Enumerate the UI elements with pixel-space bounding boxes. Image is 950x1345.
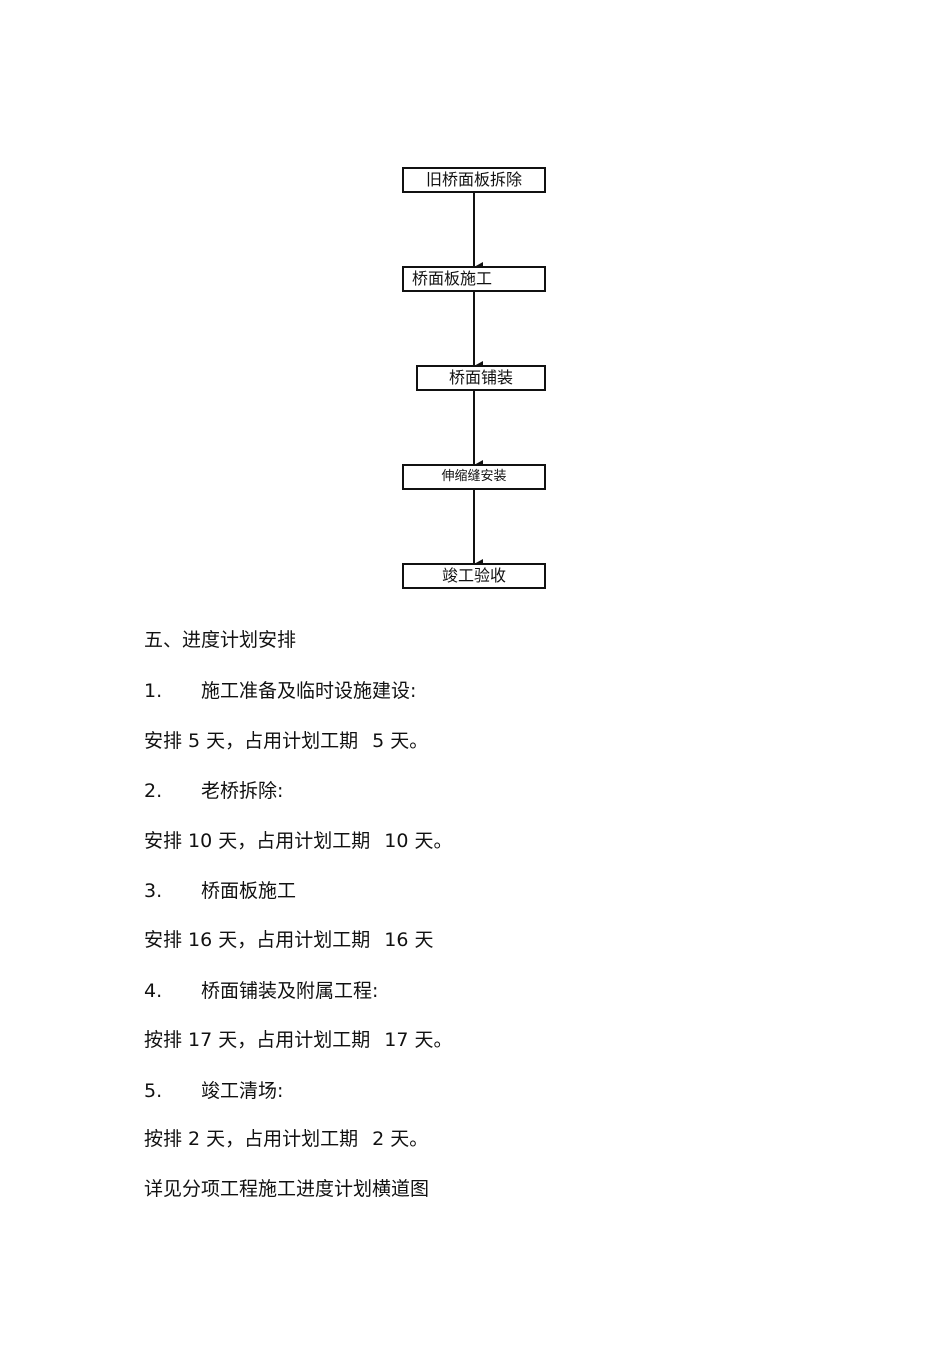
item-title: 桥面铺装及附属工程:	[201, 980, 379, 1002]
schedule-item-detail: 按排 2 天，占用计划工期 2 天。	[144, 1127, 428, 1151]
schedule-item-detail: 安排 10 天，占用计划工期 10 天。	[144, 829, 452, 853]
flowchart-arrows	[473, 193, 483, 569]
flow-step-label: 伸缩缝安装	[441, 469, 507, 484]
item-number: 5.	[144, 1080, 163, 1102]
item-number: 4.	[144, 980, 163, 1002]
item-detail-a: 按排 2 天，占用计划工期	[144, 1128, 359, 1150]
section-heading: 五、进度计划安排	[144, 629, 297, 651]
flow-step-label: 竣工验收	[441, 566, 506, 585]
item-number: 3.	[144, 880, 163, 902]
flow-step-deck-construction: 桥面板施工	[402, 266, 546, 292]
schedule-item-detail: 安排 5 天，占用计划工期 5 天。	[144, 729, 428, 753]
schedule-footer-note: 详见分项工程施工进度计划横道图	[144, 1178, 430, 1200]
schedule-item-title: 3. 桥面板施工	[144, 879, 296, 903]
flow-step-expansion-joint-install: 伸缩缝安装	[402, 464, 546, 490]
schedule-item-title: 4. 桥面铺装及附属工程:	[144, 979, 378, 1003]
item-number: 1.	[144, 680, 163, 702]
schedule-item-title: 1. 施工准备及临时设施建设:	[144, 679, 416, 703]
item-detail-b: 17 天。	[384, 1029, 453, 1051]
schedule-item-detail: 按排 17 天，占用计划工期 17 天。	[144, 1028, 452, 1052]
item-detail-a: 安排 10 天，占用计划工期	[144, 830, 371, 852]
schedule-item-title: 5. 竣工清场:	[144, 1079, 283, 1103]
item-detail-a: 安排 16 天，占用计划工期	[144, 929, 371, 951]
item-title: 施工准备及临时设施建设:	[201, 680, 417, 702]
flow-step-label: 旧桥面板拆除	[425, 170, 522, 189]
construction-flowchart: 旧桥面板拆除 桥面板施工 桥面铺装 伸缩缝安装 竣工验收	[0, 0, 950, 620]
item-detail-b: 10 天。	[384, 830, 453, 852]
flow-step-deck-paving: 桥面铺装	[416, 365, 546, 391]
flow-step-completion-acceptance: 竣工验收	[402, 563, 546, 589]
item-title: 竣工清场:	[201, 1080, 284, 1102]
flow-step-label: 桥面铺装	[448, 368, 513, 387]
item-title: 老桥拆除:	[201, 780, 284, 802]
item-number: 2.	[144, 780, 163, 802]
item-title: 桥面板施工	[201, 880, 297, 902]
item-detail-b: 5 天。	[372, 730, 429, 752]
item-detail-a: 安排 5 天，占用计划工期	[144, 730, 359, 752]
item-detail-a: 按排 17 天，占用计划工期	[144, 1029, 371, 1051]
schedule-item-detail: 安排 16 天，占用计划工期 16 天	[144, 928, 433, 952]
item-detail-b: 2 天。	[372, 1128, 429, 1150]
flow-step-label: 桥面板施工	[412, 269, 493, 288]
item-detail-b: 16 天	[384, 929, 434, 951]
flow-step-old-deck-removal: 旧桥面板拆除	[402, 167, 546, 193]
schedule-item-title: 2. 老桥拆除:	[144, 779, 283, 803]
